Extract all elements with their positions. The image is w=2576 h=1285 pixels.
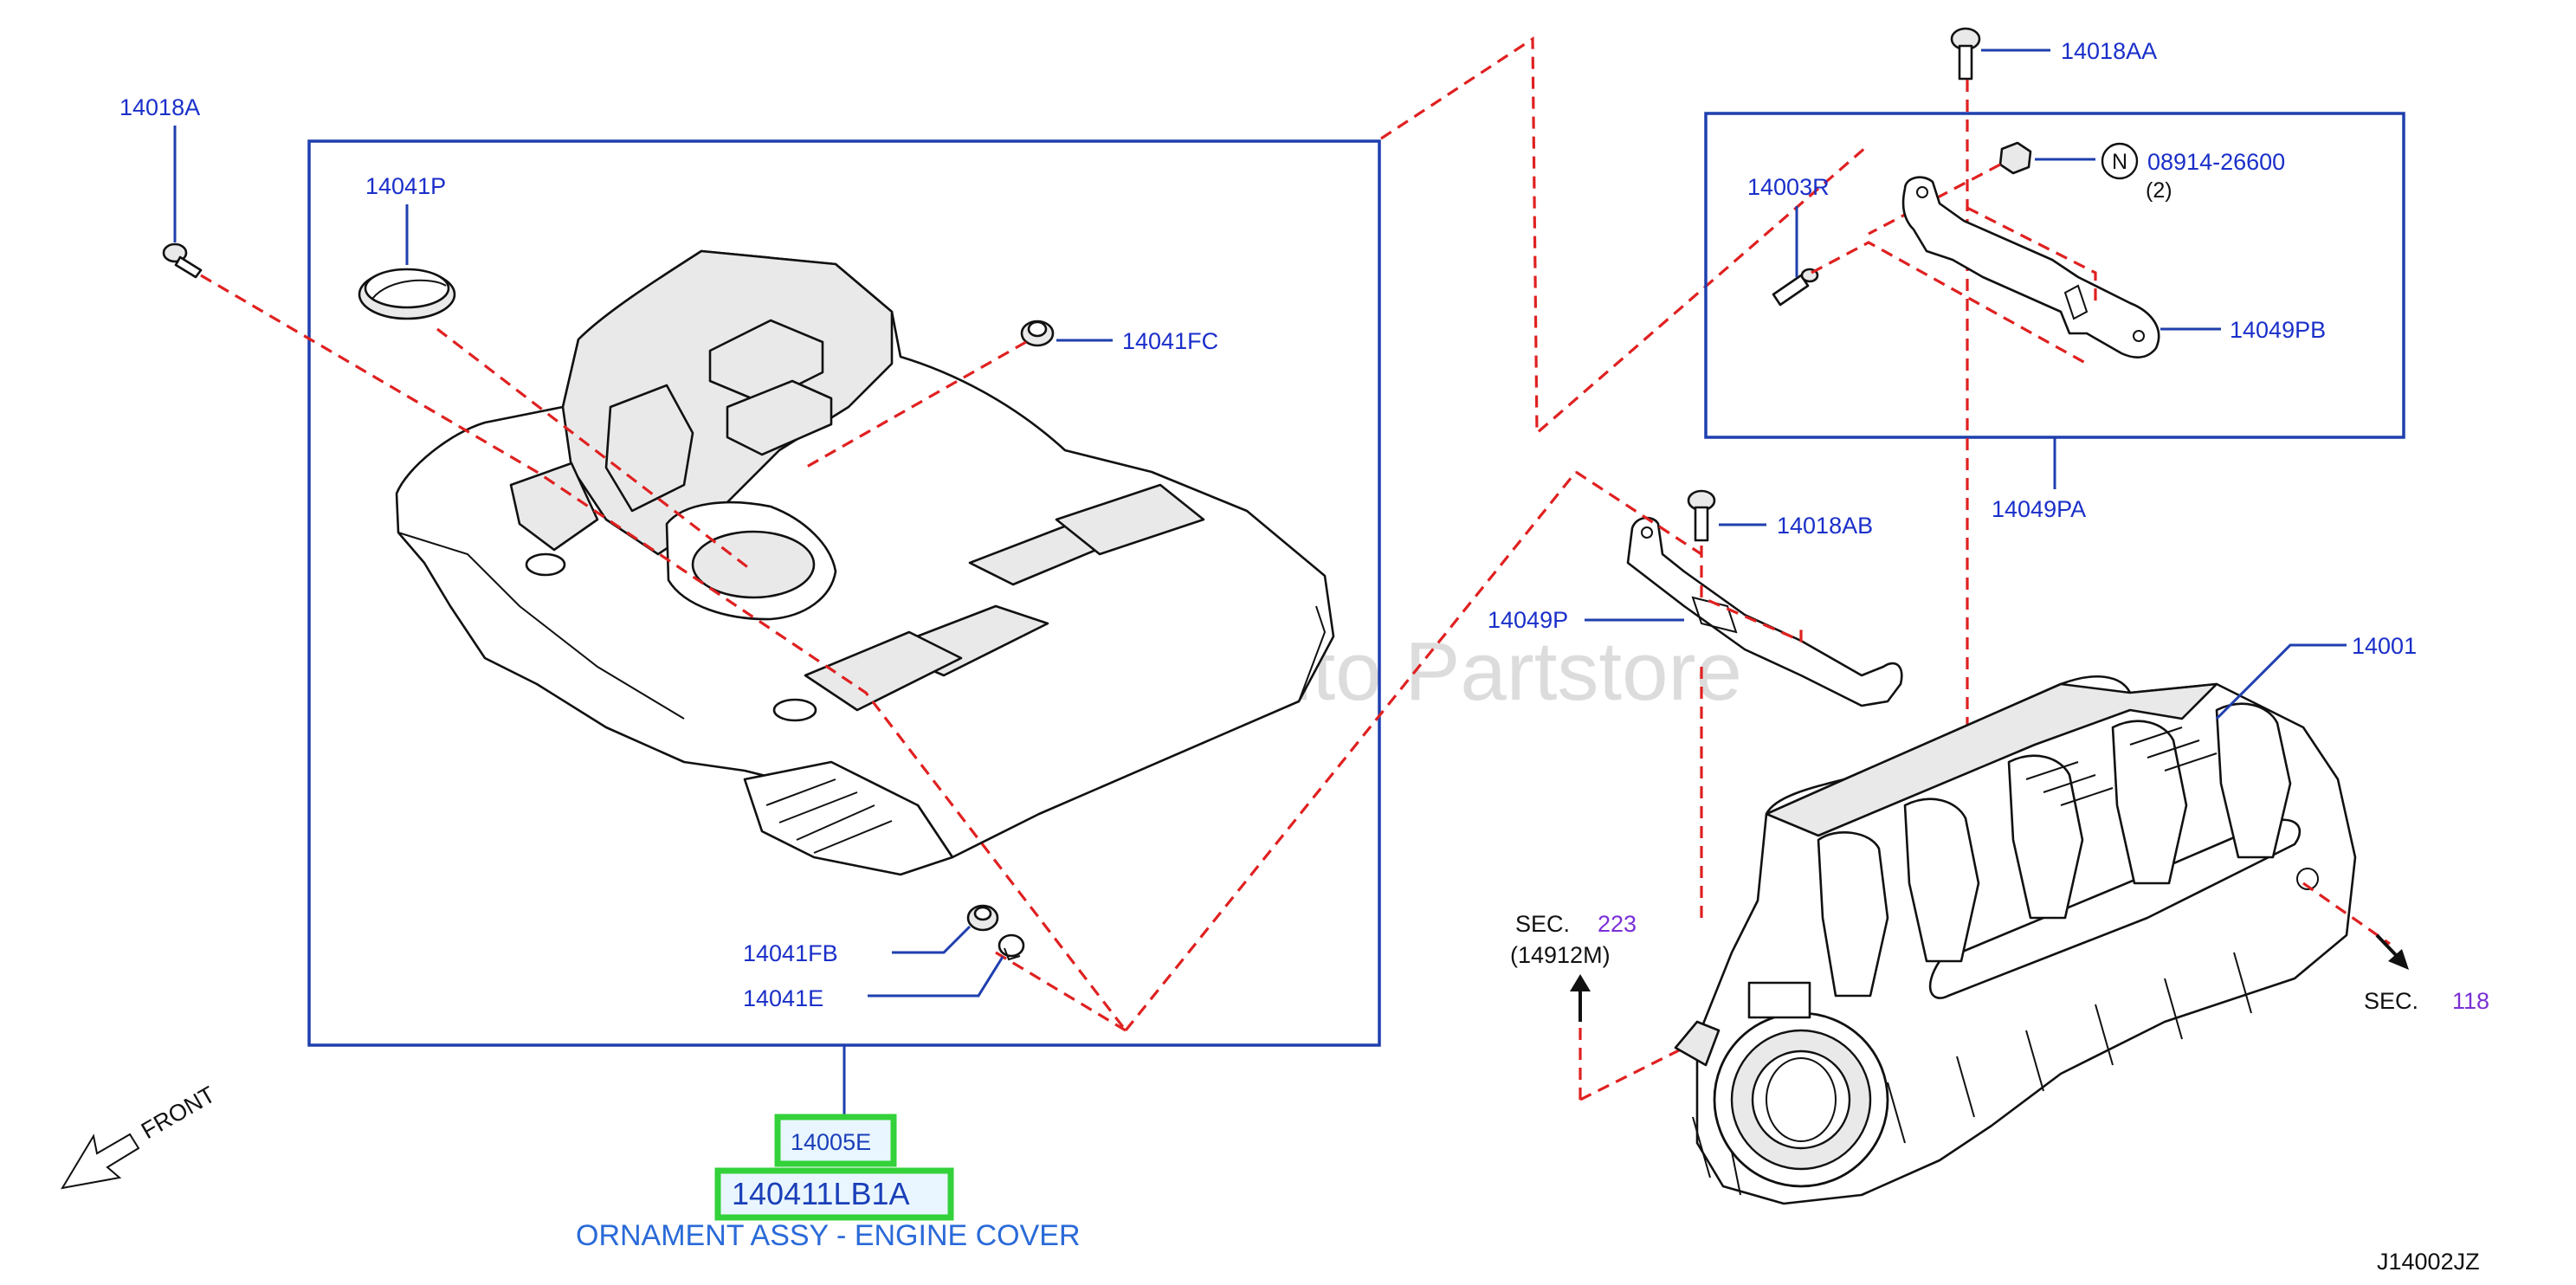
caption-ornament-assy: ORNAMENT ASSY - ENGINE COVER [576,1219,1081,1252]
n-marker-icon [2101,142,2139,180]
label-08914-qty: (2) [2146,178,2172,203]
leader-14001 [2215,643,2347,720]
label-14041FC[interactable]: 14041FC [1122,328,1218,354]
highlight-box-14005E[interactable] [774,1114,897,1167]
front-label: FRONT [137,1082,220,1144]
label-14018AB[interactable]: 14018AB [1777,513,1873,539]
leader-14041E [868,956,1004,998]
leader-14049PB-dashed [1966,206,2097,303]
label-14049PA[interactable]: 14049PA [1992,496,2086,522]
label-14018A[interactable]: 14018A [119,94,200,120]
leader-14018A-dashed [200,274,1127,1031]
label-14041E[interactable]: 14041E [743,985,823,1011]
engine-cover-illustration [395,249,1335,876]
label-14049PB[interactable]: 14049PB [2230,317,2326,343]
leader-08914-dashed [1868,163,2001,236]
label-14041P[interactable]: 14041P [365,173,446,199]
label-14018AA[interactable]: 14018AA [2061,38,2157,64]
part-number-140411LB1A[interactable]: 140411LB1A [732,1176,910,1211]
label-08914-26600[interactable]: 08914-26600 [2147,149,2285,175]
bolt-14018AB-illustration [1687,489,1716,542]
diagram-code: J14002JZ [2377,1249,2480,1275]
section-223-prefix: SEC. [1515,911,1570,937]
leader-sec118-dashed [2302,881,2391,946]
leader-group-outline-dashed [1124,36,1868,1032]
section-118-prefix: SEC. [2364,988,2418,1014]
arrow-down-right-icon [2375,933,2409,970]
leader-14003R-dashed [1811,241,2088,365]
arrow-up-icon [1570,974,1591,1022]
bracket-14049PB-illustration [1901,176,2160,358]
section-118-link[interactable]: 118 [2452,988,2489,1014]
bolt-14018AA-illustration [1950,27,1981,81]
section-223-link[interactable]: 223 [1598,911,1637,937]
label-14049P[interactable]: 14049P [1488,607,1568,633]
label-14003R[interactable]: 14003R [1747,174,1830,200]
front-arrow-icon [61,1133,140,1190]
cap-14041P-illustration [358,268,456,320]
section-223-ref: (14912M) [1510,942,1611,968]
leader-14041E-dashed [995,951,1127,1032]
clip-14041E-illustration [997,933,1025,961]
nut-08914-illustration [1998,141,2032,175]
bolt-14018A-illustration [162,242,203,279]
n-marker-letter: N [2112,150,2127,174]
grommet-14041FB-illustration [966,904,999,932]
leader-14041FB [892,925,972,954]
leader-14001-dashed [1575,470,1703,1101]
label-14041FB[interactable]: 14041FB [743,940,838,966]
intake-manifold-14001-illustration [1674,675,2357,1205]
label-14001[interactable]: 14001 [2352,633,2417,659]
leader-14018AB-dashed [1700,546,1803,643]
grommet-14041FC-illustration [1020,320,1055,347]
highlight-box-140411LB1A[interactable] [714,1167,954,1221]
part-number-14005E[interactable]: 14005E [791,1129,871,1155]
leader-14041FC-dashed [804,340,1027,469]
leader-14041P-dashed [436,327,754,573]
